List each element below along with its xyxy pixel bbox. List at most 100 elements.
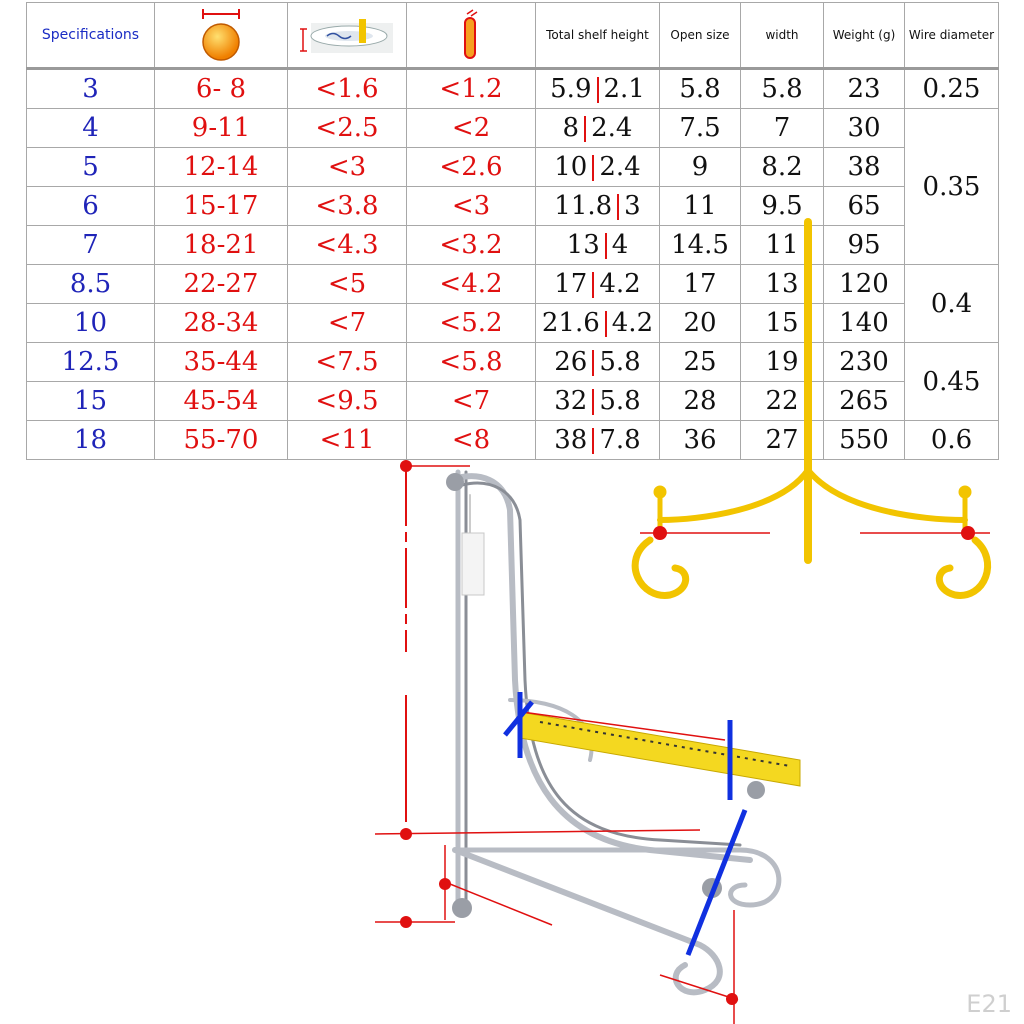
spec-cell: 3 bbox=[26, 68, 155, 109]
table-header-row: Specifications bbox=[26, 2, 999, 70]
total-height-value: 10 bbox=[554, 152, 588, 182]
plate-depth-cell: <3.8 bbox=[287, 186, 407, 226]
plate-depth-cell: <7.5 bbox=[287, 342, 407, 382]
plate-depth-cell: <3 bbox=[287, 147, 407, 187]
separator bbox=[604, 311, 607, 337]
total-height-value: 26 bbox=[554, 347, 588, 377]
base-height-value: 2.4 bbox=[599, 152, 641, 182]
spec-cell: 18 bbox=[26, 420, 155, 460]
weight-cell: 38 bbox=[823, 147, 905, 187]
open-size-cell: 17 bbox=[659, 264, 741, 304]
total-height-value: 21.6 bbox=[541, 308, 600, 338]
width-cell: 5.8 bbox=[740, 68, 824, 109]
plate-thickness-icon bbox=[464, 8, 478, 59]
total-height-value: 17 bbox=[554, 269, 588, 299]
total-height-cell: 5.9 2.1 bbox=[535, 68, 660, 109]
base-height-value: 5.8 bbox=[599, 347, 641, 377]
plate-thickness-cell: <7 bbox=[406, 381, 536, 421]
plate-depth-photo-icon bbox=[300, 18, 393, 53]
separator bbox=[604, 233, 607, 259]
stand-arm-ball bbox=[747, 781, 765, 799]
weight-cell: 120 bbox=[823, 264, 905, 304]
spec-cell: 8.5 bbox=[26, 264, 155, 304]
spec-cell: 7 bbox=[26, 225, 155, 265]
spec-cell: 15 bbox=[26, 381, 155, 421]
plate-thickness-cell: <2.6 bbox=[406, 147, 536, 187]
total-height-value: 5.9 bbox=[550, 74, 592, 104]
wire-diameter-cell: 0.35 bbox=[904, 108, 999, 265]
wire-diameter-cell: 0.6 bbox=[904, 420, 999, 460]
plate-diameter-cell: 45-54 bbox=[154, 381, 288, 421]
total-height-value: 13 bbox=[566, 230, 600, 260]
plate-thickness-cell: <5.2 bbox=[406, 303, 536, 343]
header-open-size: Open size bbox=[659, 2, 741, 70]
table-row: 5 12-14 <3 <2.6 10 2.4 9 8.2 38 bbox=[26, 147, 999, 187]
open-size-cell: 36 bbox=[659, 420, 741, 460]
plate-diameter-cell: 15-17 bbox=[154, 186, 288, 226]
separator bbox=[584, 116, 587, 142]
weight-cell: 23 bbox=[823, 68, 905, 109]
spec-cell: 6 bbox=[26, 186, 155, 226]
weight-cell: 230 bbox=[823, 342, 905, 382]
weight-cell: 30 bbox=[823, 108, 905, 148]
header-wire-diameter: Wire diameter bbox=[904, 2, 999, 70]
base-height-value: 4 bbox=[611, 230, 629, 260]
plate-depth-cell: <1.6 bbox=[287, 68, 407, 109]
header-plate-thickness bbox=[406, 2, 536, 70]
weight-cell: 550 bbox=[823, 420, 905, 460]
plate-depth-cell: <9.5 bbox=[287, 381, 407, 421]
gold-stand-image bbox=[631, 218, 992, 599]
stand-top-ball bbox=[446, 473, 464, 491]
header-weight: Weight (g) bbox=[823, 2, 905, 70]
open-size-cell: 11 bbox=[659, 186, 741, 226]
blue-measure-arrows bbox=[503, 692, 748, 956]
plate-diameter-icon bbox=[202, 8, 240, 61]
header-total-shelf-height: Total shelf height bbox=[535, 2, 660, 70]
weight-cell: 65 bbox=[823, 186, 905, 226]
gold-measure-marks bbox=[640, 526, 990, 540]
base-height-value: 2.1 bbox=[603, 74, 645, 104]
total-height-value: 38 bbox=[554, 425, 588, 455]
plate-thickness-cell: <3 bbox=[406, 186, 536, 226]
wire-diameter-cell: 0.25 bbox=[904, 68, 999, 109]
plate-diameter-cell: 12-14 bbox=[154, 147, 288, 187]
base-height-value: 5.8 bbox=[599, 386, 641, 416]
base-height-value: 4.2 bbox=[611, 308, 654, 338]
stand-foot-ball bbox=[452, 898, 472, 918]
total-height-value: 8 bbox=[562, 113, 580, 143]
total-height-value: 11.8 bbox=[554, 191, 613, 221]
plate-thickness-cell: <5.8 bbox=[406, 342, 536, 382]
specification-table: Specifications bbox=[26, 2, 999, 460]
open-size-cell: 9 bbox=[659, 147, 741, 187]
plate-depth-cell: <4.3 bbox=[287, 225, 407, 265]
weight-cell: 140 bbox=[823, 303, 905, 343]
wire-diameter-cell: 0.4 bbox=[904, 264, 999, 343]
plate-depth-cell: <7 bbox=[287, 303, 407, 343]
plate-depth-cell: <2.5 bbox=[287, 108, 407, 148]
plate-diameter-cell: 9-11 bbox=[154, 108, 288, 148]
plate-depth-cell: <11 bbox=[287, 420, 407, 460]
base-height-value: 4.2 bbox=[599, 269, 641, 299]
weight-cell: 265 bbox=[823, 381, 905, 421]
separator bbox=[592, 389, 595, 415]
plate-diameter-cell: 55-70 bbox=[154, 420, 288, 460]
separator bbox=[596, 77, 599, 103]
total-height-value: 32 bbox=[554, 386, 588, 416]
base-height-value: 2.4 bbox=[591, 113, 633, 143]
plate-diameter-cell: 22-27 bbox=[154, 264, 288, 304]
separator bbox=[592, 350, 595, 376]
plate-thickness-cell: <3.2 bbox=[406, 225, 536, 265]
width-cell: 8.2 bbox=[740, 147, 824, 187]
spec-cell: 12.5 bbox=[26, 342, 155, 382]
spec-cell: 5 bbox=[26, 147, 155, 187]
